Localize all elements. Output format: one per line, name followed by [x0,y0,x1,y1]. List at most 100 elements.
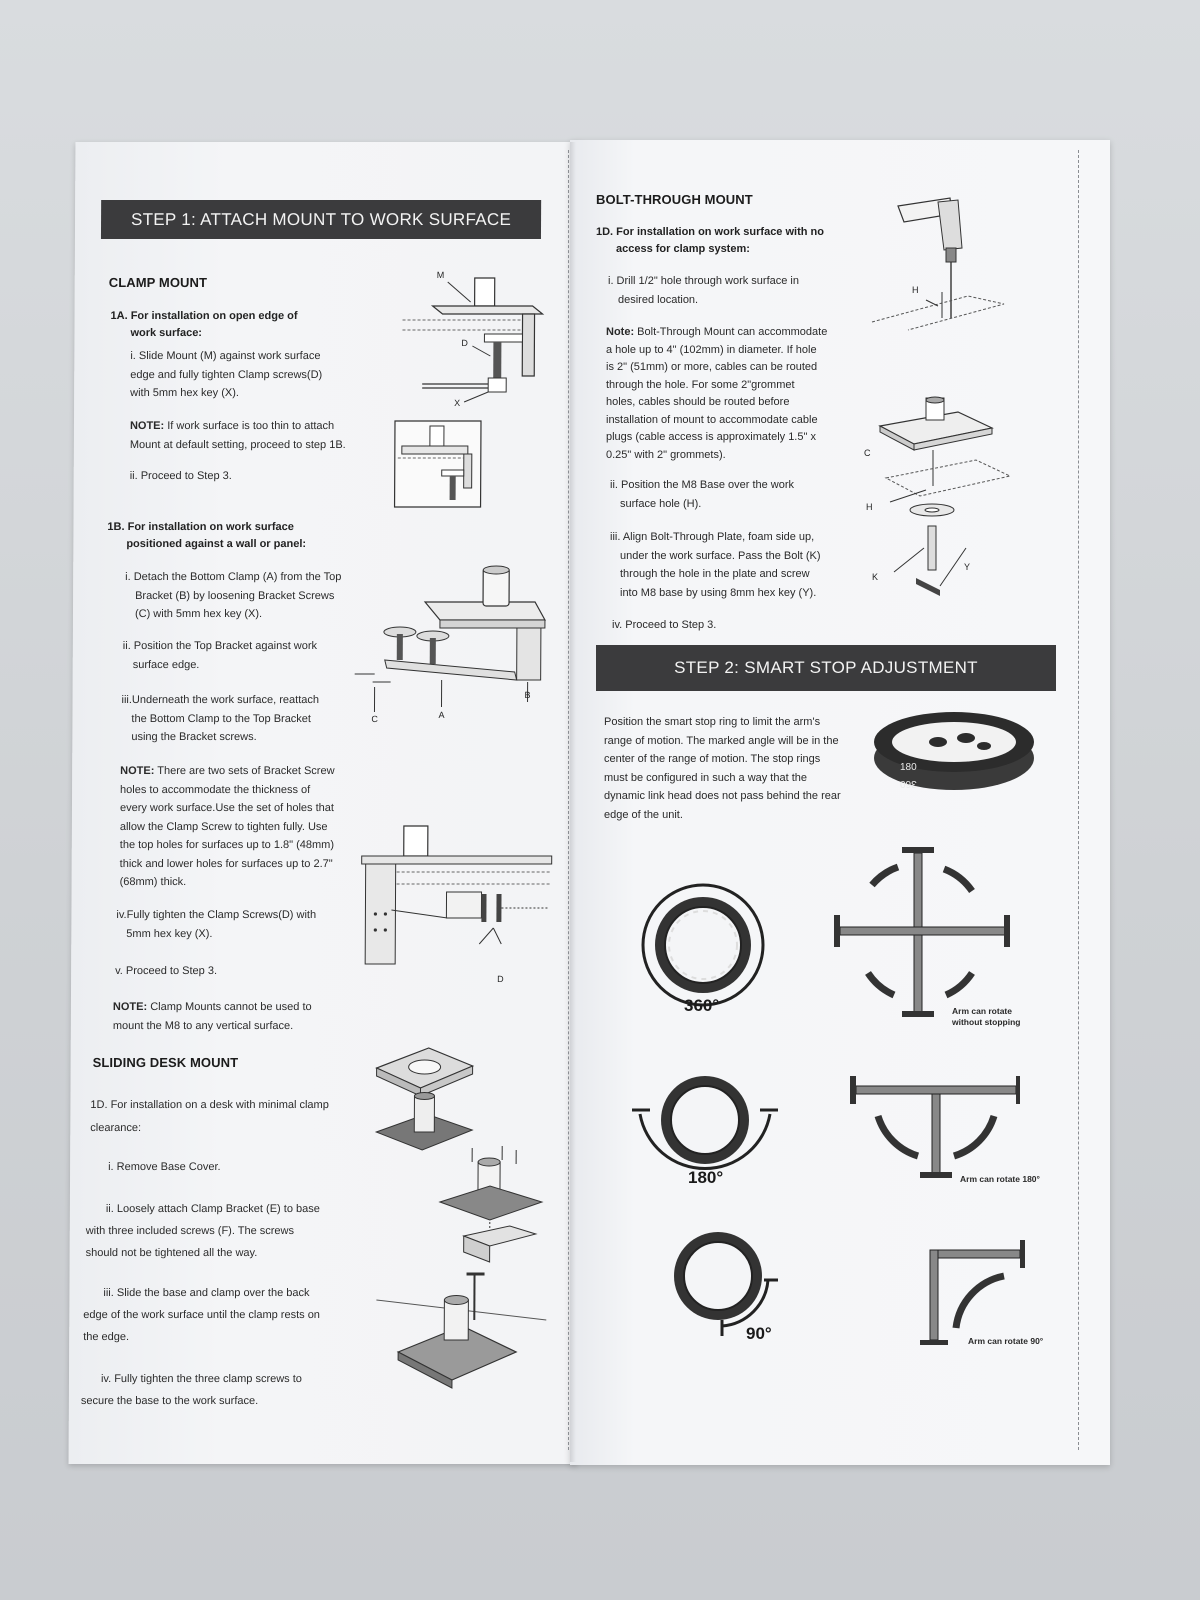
drill-illustration [871,197,1005,331]
note-line: every work surface.Use the set of holes … [119,802,335,814]
sliding-iv-line: iv. Fully tighten the three clamp screws… [100,1373,302,1385]
deg-90-label: 90° [746,1324,772,1343]
note-line: through the hole. For some 2"grommet [606,378,795,391]
sliding-iii-line: edge of the work surface until the clamp… [83,1309,320,1321]
step-1a-heading: 1A. For installation on open edge of wor… [110,308,298,342]
label-b: B [524,690,531,700]
right-panel: BOLT-THROUGH MOUNT 1D. For installation … [570,140,1110,1465]
clamp-mount-illustration [402,277,545,403]
dashed-cut-line-center [568,150,569,1450]
bolt-through-ii: ii. Position the M8 Base over the work s… [610,476,794,513]
base-cover-illustration [374,1047,475,1151]
step-1b-ii-line: surface edge. [132,658,200,671]
note-line: installation of mount to accommodate cab… [606,413,818,426]
step-1b-iv-line: iv.Fully tighten the Clamp Screws(D) wit… [116,909,317,921]
step-1a-line1: 1A. For installation on open edge of [110,310,298,322]
note-line: plugs (cable access is approximately 1.5… [606,431,816,443]
sliding-intro-line: 1D. For installation on a desk with mini… [90,1099,329,1111]
step-1a-line2: work surface: [130,327,203,339]
sliding-ii-line: should not be tightened all the way. [85,1247,258,1259]
step2-line: must be configured in such a way that th… [604,771,808,784]
label-a: A [438,710,445,720]
sliding-ii-line: ii. Loosely attach Clamp Bracket (E) to … [105,1203,320,1215]
sliding-ii-line: with three included screws (F). The scre… [85,1225,295,1237]
label-h: H [912,285,919,295]
note-line: NOTE: If work surface is too thin to att… [130,417,346,436]
step2-title: STEP 2: SMART STOP ADJUSTMENT [674,658,978,677]
step-1a-note: NOTE: If work surface is too thin to att… [130,417,346,454]
bolt-through-i-line: i. Drill 1/2" hole through work surface … [608,275,799,287]
caption-360-line: without stopping [952,1017,1021,1027]
step-1a-i: i. Slide Mount (M) against work surface … [130,347,322,403]
label-d2: D [497,974,504,984]
note-label: NOTE: [120,765,155,777]
bolt-through-iii-line: iii. Align Bolt-Through Plate, foam side… [610,531,815,543]
sliding-desk-mount-title: SLIDING DESK MOUNT [92,1055,239,1070]
bolt-through-title: BOLT-THROUGH MOUNT [596,192,753,207]
slide-on-illustration [376,1272,547,1389]
step-1b-i-line: i. Detach the Bottom Clamp (A) from the … [125,571,342,583]
clamp-holes-illustration [361,825,553,965]
sliding-iii: iii. Slide the base and clamp over the b… [83,1282,320,1348]
step-1a-i-line: with 5mm hex key (X). [130,387,239,399]
bolt-through-iii-line: through the hole in the plate and screw [620,568,810,580]
note-line: Mount at default setting, proceed to ste… [129,438,346,451]
note-line: NOTE: There are two sets of Bracket Scre… [120,762,334,781]
bolt-through-ii-line: ii. Position the M8 Base over the work [610,479,795,491]
note-text: If work surface is too thin to attach [164,420,335,432]
note-line: holes to accommodate the thickness of [120,783,311,796]
arm-180-diagram [850,1076,1020,1178]
bolt-through-heading: 1D. For installation on work surface wit… [596,224,824,258]
ring-360-diagram [641,883,765,1007]
step-1b-i: i. Detach the Bottom Clamp (A) from the … [125,568,342,624]
bolt-through-note: Note: Bolt-Through Mount can accommodate… [606,324,827,464]
step2-line: dynamic link head does not pass behind t… [604,790,841,802]
note-line: the top holes for surfaces up to 1.8" (4… [119,839,335,851]
note-label: NOTE: [112,1001,148,1013]
sliding-intro: 1D. For installation on a desk with mini… [90,1094,329,1140]
step2-line: center of the range of motion. The stop … [604,753,821,765]
ring-mark-180: 180 [900,762,917,773]
sliding-intro-line: clearance: [90,1122,142,1134]
ring-90-diagram [674,1232,778,1336]
note-text: Bolt-Through Mount can accommodate [634,326,828,338]
step-1b-heading: 1B. For installation on work surface pos… [107,519,306,553]
caption-90: Arm can rotate 90° [968,1336,1044,1346]
step-1b-iii-line: the Bottom Clamp to the Top Bracket [131,712,312,725]
step-1b-ii-line: ii. Position the Top Bracket against wor… [122,640,318,652]
label-c: C [371,714,378,724]
deg-180-label: 180° [688,1168,724,1187]
note-line: is 2" (51mm) or more, cables can be rout… [606,361,818,373]
step-1b-iii: iii.Underneath the work surface, reattac… [121,691,320,747]
caption-360-line: Arm can rotate [952,1006,1012,1016]
note-label: NOTE: [129,420,165,432]
note-line: 0.25" with 2" grommets). [606,448,726,461]
caption-360: Arm can rotate without stopping [952,1006,1020,1028]
bolt-through-line2: access for clamp system: [616,243,750,255]
label-y: Y [964,562,971,572]
note-line: allow the Clamp Screw to tighten fully. … [119,820,328,833]
left-panel: STEP 1: ATTACH MOUNT TO WORK SURFACE CLA… [68,142,584,1464]
step2-line: range of motion. The marked angle will b… [604,734,839,747]
step-1b-line1: 1B. For installation on work surface [107,521,294,533]
step-1b-iii-line: iii.Underneath the work surface, reattac… [121,694,320,706]
step-1b-line2: positioned against a wall or panel: [126,538,307,550]
note-line: NOTE: Clamp Mounts cannot be used to [113,998,312,1017]
sliding-ii: ii. Loosely attach Clamp Bracket (E) to … [86,1198,320,1264]
note-label: Note: [606,326,635,338]
clamp-bracket-illustration [438,1146,544,1263]
deg-360-label: 360° [684,996,720,1015]
step-1b-iv: iv.Fully tighten the Clamp Screws(D) wit… [116,906,316,943]
sliding-i: i. Remove Base Cover. [108,1161,221,1173]
note-line: a hole up to 4" (102mm) in diameter. If … [606,343,817,356]
bolt-through-iii-line: into M8 base by using 8mm hex key (Y). [620,586,817,599]
clamp-thin-inset [393,420,482,508]
bolt-through-plate-illustration [878,396,1012,596]
bolt-through-ii-line: surface hole (H). [620,497,702,510]
note-line: holes, cables should be routed before [606,396,790,408]
bolt-through-iii-line: under the work surface. Pass the Bolt (K… [620,549,821,562]
step2-line: Position the smart stop ring to limit th… [604,716,821,728]
caption-180: Arm can rotate 180° [960,1174,1040,1184]
label-h2: H [866,502,873,512]
label-c-bolt: C [864,448,871,458]
